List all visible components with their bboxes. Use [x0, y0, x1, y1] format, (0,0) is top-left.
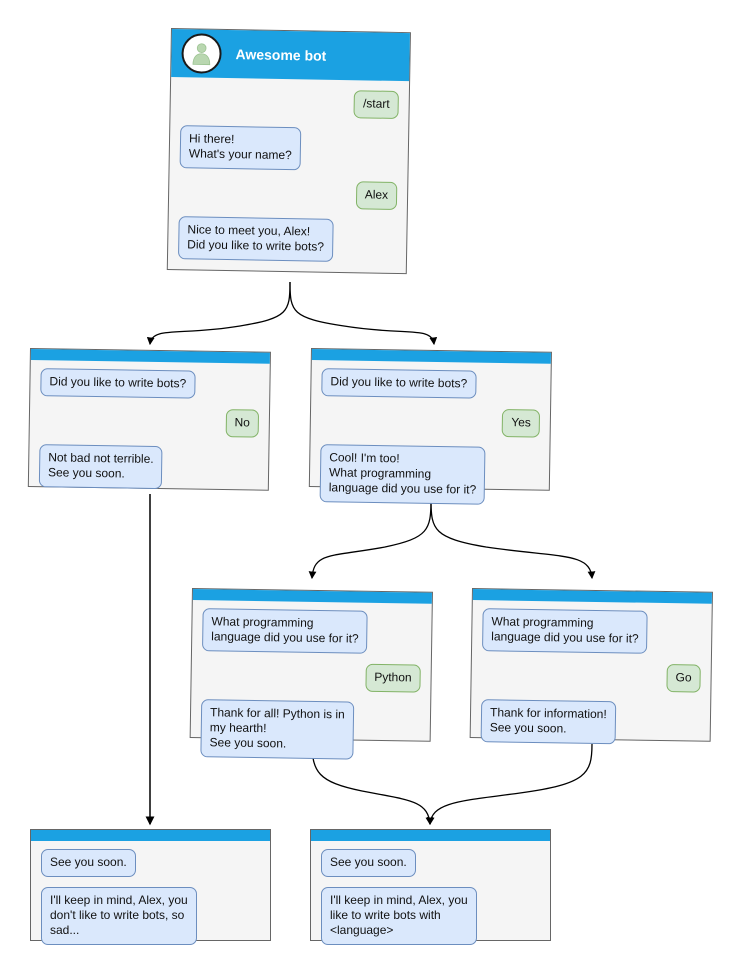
- message-row: What programming language did you use fo…: [482, 608, 702, 654]
- bot-message-bubble: Hi there! What's your name?: [179, 125, 302, 171]
- chat-window-body: What programming language did you use fo…: [190, 600, 432, 771]
- message-row: Thank for information! See you soon.: [480, 699, 701, 745]
- message-row: Go: [481, 661, 701, 693]
- bot-message-bubble: Nice to meet you, Alex! Did you like to …: [177, 216, 334, 262]
- chat-window-end-happy[interactable]: See you soon. I'll keep in mind, Alex, y…: [310, 829, 551, 945]
- chat-window-body: /start Hi there! What's your name? Alex …: [168, 77, 409, 273]
- chat-window-body: What programming language did you use fo…: [470, 600, 711, 756]
- chat-window-language-go[interactable]: What programming language did you use fo…: [469, 588, 713, 745]
- bot-name-label: Awesome bot: [235, 46, 327, 64]
- message-row: I'll keep in mind, Alex, you don't like …: [41, 887, 260, 945]
- chat-window-start[interactable]: Awesome bot /start Hi there! What's your…: [166, 28, 411, 275]
- chat-window-body: See you soon. I'll keep in mind, Alex, y…: [31, 841, 270, 955]
- bot-message-bubble: Did you like to write bots?: [40, 368, 196, 399]
- message-row: Did you like to write bots?: [40, 368, 259, 399]
- message-row: Nice to meet you, Alex! Did you like to …: [177, 216, 397, 263]
- message-row: Yes: [321, 406, 541, 438]
- bot-message-bubble: I'll keep in mind, Alex, you like to wri…: [321, 887, 477, 945]
- bot-message-bubble: Thank for all! Python is in my hearth! S…: [200, 699, 354, 760]
- message-row: Python: [201, 661, 421, 693]
- user-message-bubble: Alex: [355, 181, 398, 210]
- message-row: Alex: [179, 178, 398, 210]
- bot-message-bubble: I'll keep in mind, Alex, you don't like …: [41, 887, 197, 945]
- bot-message-bubble: Not bad not terrible. See you soon.: [38, 444, 163, 490]
- message-row: No: [40, 406, 260, 438]
- user-message-bubble: /start: [353, 90, 399, 119]
- chat-window-body: Did you like to write bots? Yes Cool! I'…: [309, 360, 550, 516]
- message-row: Not bad not terrible. See you soon.: [38, 444, 259, 490]
- person-avatar-icon: [181, 33, 222, 74]
- chat-window-header: [31, 830, 270, 841]
- edge-start-to-no: [146, 281, 291, 346]
- message-row: What programming language did you use fo…: [202, 608, 422, 654]
- chat-window-end-sad[interactable]: See you soon. I'll keep in mind, Alex, y…: [30, 829, 271, 945]
- chat-window-language-python[interactable]: What programming language did you use fo…: [189, 588, 433, 760]
- bot-message-bubble: What programming language did you use fo…: [202, 608, 369, 654]
- message-row: See you soon.: [321, 849, 540, 877]
- chat-window-answer-no[interactable]: Did you like to write bots? No Not bad n…: [27, 348, 271, 491]
- message-row: I'll keep in mind, Alex, you like to wri…: [321, 887, 540, 945]
- user-message-bubble: Yes: [502, 409, 541, 438]
- edge-start-to-yes: [289, 281, 438, 346]
- user-message-bubble: Go: [666, 664, 701, 693]
- message-row: Hi there! What's your name?: [179, 125, 399, 172]
- chat-window-body: See you soon. I'll keep in mind, Alex, y…: [311, 841, 550, 955]
- edge-go-to-end-happy: [426, 743, 593, 826]
- chat-window-header: [311, 830, 550, 841]
- bot-message-bubble: Thank for information! See you soon.: [480, 699, 616, 745]
- user-message-bubble: Python: [365, 663, 421, 693]
- bot-message-bubble: Cool! I'm too! What programming language…: [319, 444, 486, 505]
- chat-window-header: Awesome bot: [171, 29, 410, 82]
- bot-message-bubble: See you soon.: [321, 849, 416, 877]
- user-message-bubble: No: [225, 409, 260, 438]
- bot-message-bubble: What programming language did you use fo…: [482, 608, 649, 654]
- message-row: Thank for all! Python is in my hearth! S…: [200, 699, 420, 760]
- chat-window-answer-yes[interactable]: Did you like to write bots? Yes Cool! I'…: [308, 348, 552, 505]
- message-row: Did you like to write bots?: [321, 368, 540, 399]
- message-row: Cool! I'm too! What programming language…: [319, 444, 540, 505]
- chat-window-body: Did you like to write bots? No Not bad n…: [29, 360, 270, 501]
- message-row: /start: [180, 87, 399, 119]
- bot-message-bubble: See you soon.: [41, 849, 136, 877]
- message-row: See you soon.: [41, 849, 260, 877]
- bot-message-bubble: Did you like to write bots?: [321, 368, 477, 399]
